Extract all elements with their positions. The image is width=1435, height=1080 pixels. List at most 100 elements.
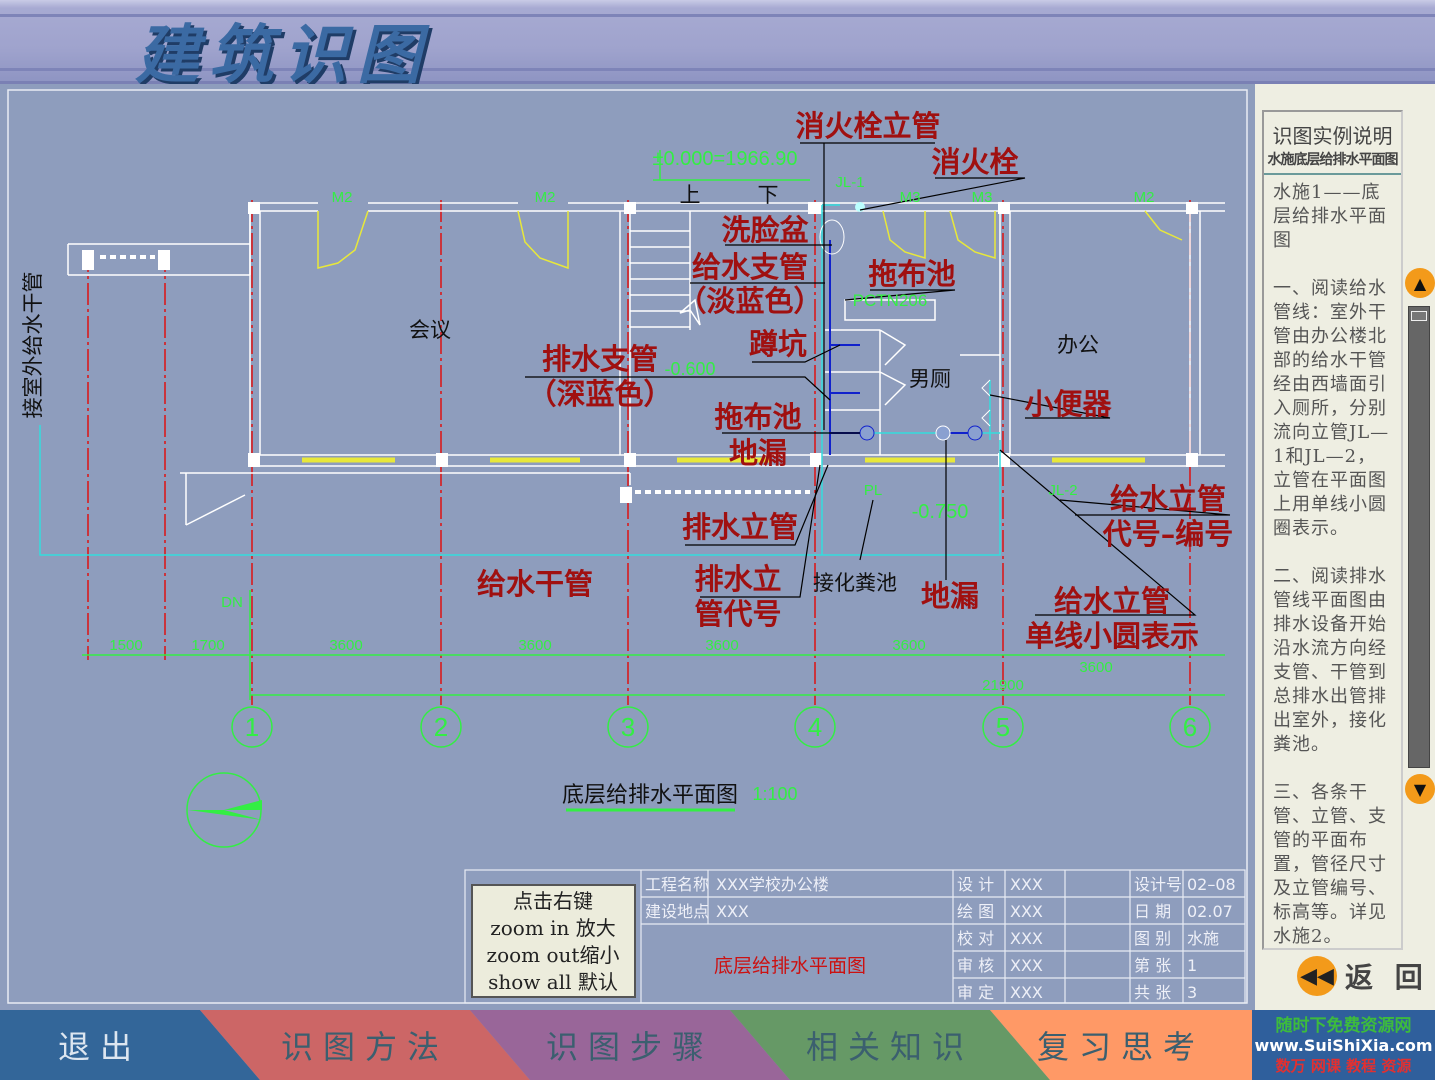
role-label: 校 对 xyxy=(957,929,994,948)
title-block xyxy=(464,869,1246,1004)
panel-title: 识图实例说明 xyxy=(1272,124,1393,148)
scrollbar-thumb[interactable] xyxy=(1411,311,1427,321)
callout-labels: 消火栓立管 消火栓 洗脸盆 给水支管 （淡蓝色） 拖布池 排水支管 （深蓝色） … xyxy=(477,109,1233,653)
supply-pipes xyxy=(39,204,1001,556)
role-value: XXX xyxy=(1010,902,1043,921)
zoom-help-line: 点击右键 xyxy=(513,889,593,913)
nav-label: 相关知识 xyxy=(805,1028,974,1066)
washbasin-symbol xyxy=(819,219,845,255)
elevation-2: -0.750 xyxy=(912,501,969,523)
meta-label: 设计号 xyxy=(1134,875,1182,894)
nav-reading-method[interactable]: 识图方法 xyxy=(200,1010,530,1080)
stair-up: 上 xyxy=(680,183,701,207)
zoom-help-line: show all 默认 xyxy=(488,970,618,994)
role-value: XXX xyxy=(1010,983,1043,1002)
label-supply-riser-circle-2: 单线小圆表示 xyxy=(1025,619,1199,653)
label-washbasin: 洗脸盆 xyxy=(721,213,809,247)
role-label: 审 核 xyxy=(957,956,994,975)
role-value: XXX xyxy=(1010,875,1043,894)
nav-exit[interactable]: 退出 xyxy=(0,1010,260,1080)
hydrant-symbol xyxy=(855,202,865,212)
riser-pl: PL xyxy=(864,482,882,499)
dim-label: 3600 xyxy=(705,637,738,654)
meta-value: 水施 xyxy=(1187,929,1219,948)
room-meeting: 会议 xyxy=(409,318,451,342)
floor-drain-symbol xyxy=(859,425,875,441)
scrollbar[interactable] xyxy=(1408,306,1430,768)
walls xyxy=(67,202,1225,526)
arrow-down-icon: ▼ xyxy=(1413,779,1427,799)
scroll-down-button[interactable]: ▼ xyxy=(1405,774,1435,804)
meta-value: 02–08 xyxy=(1187,875,1236,894)
arrow-up-icon: ▲ xyxy=(1413,273,1427,293)
logo-line: 随时下免费资源网 xyxy=(1275,1016,1412,1036)
drawing-viewport[interactable]: 消火栓立管 消火栓 洗脸盆 给水支管 （淡蓝色） 拖布池 排水支管 （深蓝色） … xyxy=(0,84,1255,1010)
explanation-panel: 识图实例说明 水施底层给排水平面图 水施1——底层给排水平面图 一、阅读给水管线… xyxy=(1255,84,1435,1010)
label-mop-sink-drain: 拖布池 xyxy=(714,400,801,434)
plan-scale: 1:100 xyxy=(752,784,797,804)
label-floor-drain: 地漏 xyxy=(921,579,979,613)
logo-line: www.SuiShiXia.com xyxy=(1254,1036,1433,1055)
label-supply-riser-code: 给水立管 xyxy=(1110,482,1226,516)
dim-label: 3600 xyxy=(1079,659,1112,676)
floor-plan-drawing: 消火栓立管 消火栓 洗脸盆 给水支管 （淡蓝色） 拖布池 排水支管 （深蓝色） … xyxy=(7,89,1248,1004)
septic-tank-label: 接化粪池 xyxy=(813,571,897,595)
app-title: 建筑识图 xyxy=(135,18,431,93)
role-label: 审 定 xyxy=(957,983,994,1002)
meta-label: 图 别 xyxy=(1134,929,1171,948)
room-office: 办公 xyxy=(1057,333,1099,357)
stair-down: 下 xyxy=(758,183,779,207)
label-supply-riser-circle: 给水立管 xyxy=(1054,584,1170,618)
label-drain-branch: 排水支管 xyxy=(542,342,658,376)
zoom-help-line: zoom out缩小 xyxy=(487,943,620,967)
meta-value: 3 xyxy=(1187,983,1197,1002)
meta-label: 第 张 xyxy=(1134,956,1171,975)
total-dim-label: 21900 xyxy=(982,677,1024,694)
label-drain-branch-color: （深蓝色） xyxy=(527,377,672,411)
cad-annotations: ±0.000=1966.90 JL-1 JL-2 PL PCTN206 -0.6… xyxy=(109,148,1197,804)
room-mens-toilet: 男厕 xyxy=(909,367,951,391)
axis-bubbles xyxy=(186,706,1211,848)
axis-label: 2 xyxy=(434,712,448,742)
scroll-up-button[interactable]: ▲ xyxy=(1405,268,1435,298)
nav-review[interactable]: 复习思考 xyxy=(990,1010,1252,1080)
north-arrow-icon xyxy=(188,800,262,820)
drain-pipes xyxy=(829,240,975,455)
label-urinal: 小便器 xyxy=(1024,387,1112,421)
axis-label: 1 xyxy=(245,712,259,742)
back-button[interactable]: ◀◀ 返 回 xyxy=(1297,956,1429,996)
columns xyxy=(82,202,1198,503)
axis-label: 4 xyxy=(808,712,822,742)
nav-label: 识图步骤 xyxy=(545,1028,714,1066)
label-squat-pan: 蹲坑 xyxy=(749,327,807,361)
meta-label: 共 张 xyxy=(1134,983,1171,1002)
urinal-symbol xyxy=(981,379,991,427)
role-label: 绘 图 xyxy=(957,902,994,921)
role-label: 设 计 xyxy=(957,875,994,894)
door-tag: M2 xyxy=(332,189,353,206)
nav-label: 识图方法 xyxy=(280,1028,449,1066)
nav-label: 退出 xyxy=(57,1028,142,1066)
nav-reading-steps[interactable]: 识图步骤 xyxy=(470,1010,790,1080)
axis-label: 3 xyxy=(621,712,635,742)
zoom-help-text: 点击右键 zoom in 放大 zoom out缩小 show all 默认 xyxy=(487,889,620,994)
nav-related-knowledge[interactable]: 相关知识 xyxy=(730,1010,1050,1080)
plan-title: 底层给排水平面图 xyxy=(562,783,738,808)
dim-label: 1500 xyxy=(109,637,142,654)
door-tag: M2 xyxy=(535,189,556,206)
riser-jl2: JL-2 xyxy=(1048,482,1077,499)
explanation-box: 识图实例说明 水施底层给排水平面图 水施1——底层给排水平面图 一、阅读给水管线… xyxy=(1262,110,1403,950)
dim-label: 3600 xyxy=(329,637,362,654)
panel-text: 水施1——底层给排水平面图 一、阅读给水管线：室外干管由办公楼北部的给水干管经由… xyxy=(1273,182,1390,947)
panel-subtitle: 水施底层给排水平面图 xyxy=(1264,149,1401,175)
label-mop-sink: 拖布池 xyxy=(868,257,955,291)
label-drain-riser-code: 排水立 xyxy=(694,562,781,596)
meta-value: 02.07 xyxy=(1187,902,1233,921)
elevation-1: -0.600 xyxy=(664,359,715,379)
pipe-fittings xyxy=(819,202,991,441)
project-value: XXX学校办公楼 xyxy=(716,875,829,894)
role-value: XXX xyxy=(1010,929,1043,948)
pipe-dn: DN xyxy=(221,594,243,611)
datum-elevation: ±0.000=1966.90 xyxy=(653,148,798,170)
floor-drain-symbol xyxy=(967,425,983,441)
